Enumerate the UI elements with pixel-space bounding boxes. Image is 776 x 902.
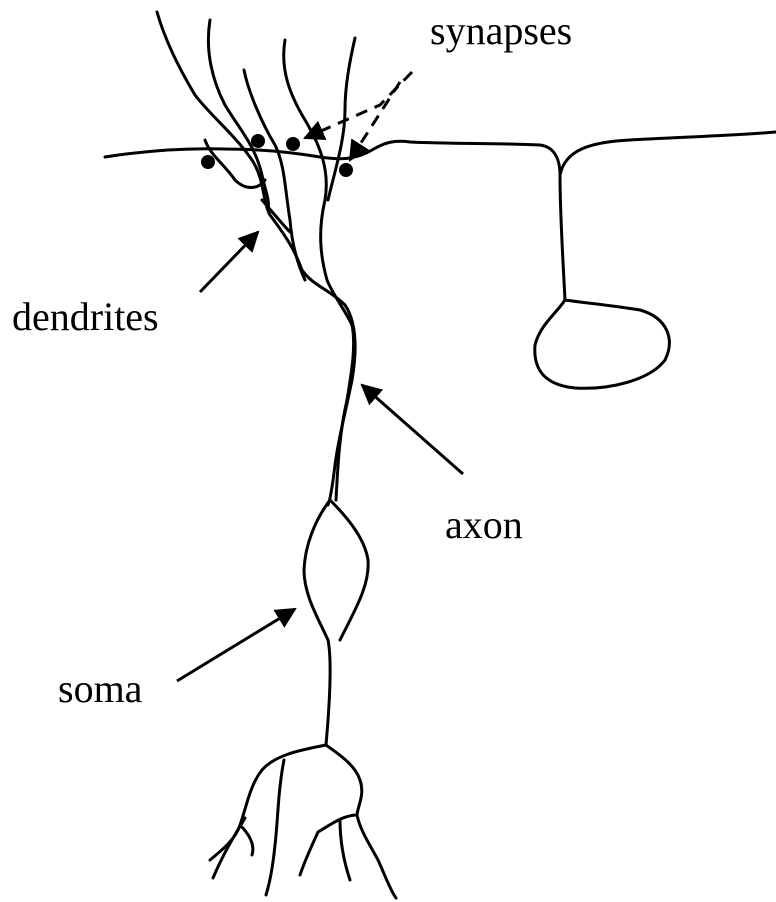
synapse-dot (286, 137, 300, 151)
dendrites-arrow (200, 232, 258, 292)
synapses-arrow-1 (305, 72, 412, 138)
synapse-dot (339, 163, 353, 177)
basal-dendrites (210, 745, 396, 898)
axon-trunk (328, 305, 355, 505)
soma-body (304, 500, 368, 745)
dendrites-branches (157, 12, 355, 325)
presynaptic-axon (105, 132, 776, 388)
dendrites-label: dendrites (12, 294, 159, 339)
axon-arrow (362, 385, 463, 474)
soma-label: soma (58, 666, 143, 711)
synapse-dot (251, 134, 265, 148)
synapse-dot (201, 155, 215, 169)
soma-arrow (177, 609, 295, 681)
axon-label: axon (445, 502, 523, 547)
synapse-dots (201, 134, 353, 177)
synapses-label: synapses (430, 8, 572, 53)
